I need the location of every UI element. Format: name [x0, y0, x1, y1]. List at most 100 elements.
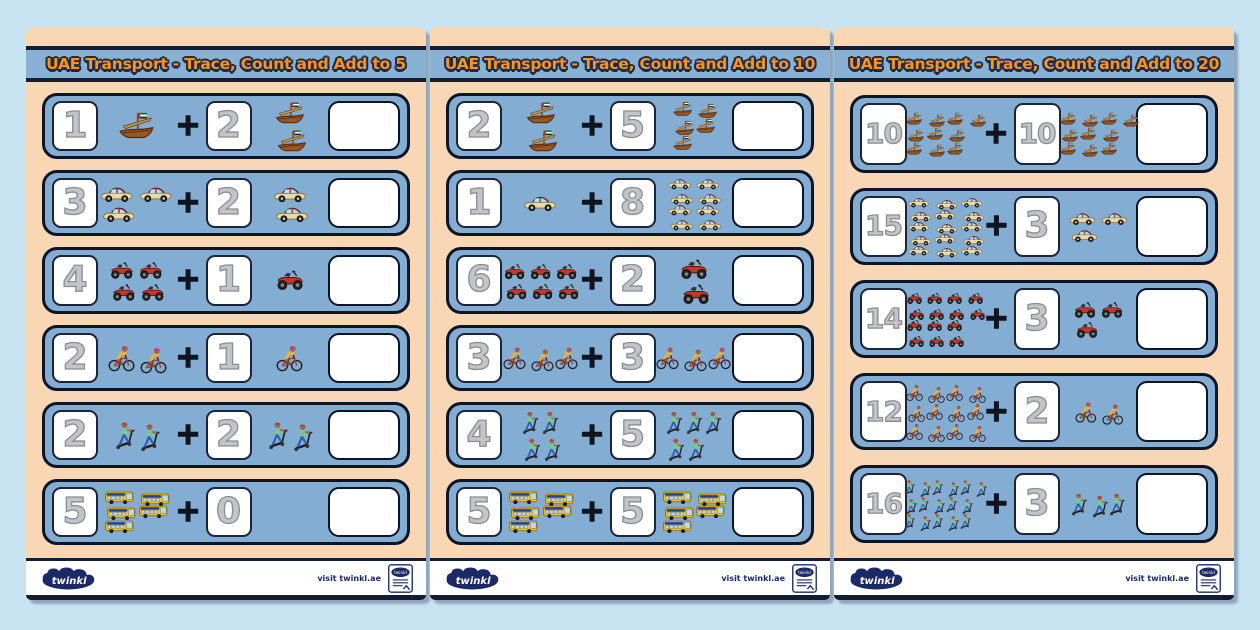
- scooter-icon: [115, 420, 135, 450]
- trace-number-box[interactable]: 5: [52, 486, 98, 538]
- bicycle-icon: [928, 385, 945, 403]
- trace-number-box[interactable]: 10: [860, 103, 907, 165]
- dhow-icon: [525, 101, 556, 126]
- trace-number-box[interactable]: 5: [609, 409, 656, 460]
- answer-box[interactable]: [328, 178, 401, 229]
- trace-number-box[interactable]: 2: [609, 255, 656, 306]
- worksheet-page-add-to-5: UAE Transport - Trace, Count and Add to …: [26, 28, 426, 600]
- answer-box[interactable]: [732, 178, 805, 229]
- car-icon: [960, 245, 983, 256]
- dhow-icon: [674, 120, 695, 136]
- vehicle-icon-grid: [662, 491, 726, 534]
- trace-number-box[interactable]: 2: [205, 409, 252, 460]
- trace-number: 2: [62, 413, 88, 455]
- visit-link[interactable]: visit twinkl.ae: [1125, 573, 1189, 583]
- car-icon: [697, 193, 722, 205]
- bicycle-icon: [906, 383, 923, 401]
- vehicle-icon-grid: [275, 269, 305, 291]
- vehicle-count-group: [102, 111, 170, 141]
- trace-number-box[interactable]: 2: [205, 178, 252, 229]
- trace-number: 0: [215, 490, 242, 532]
- quad-bike-icon: [946, 292, 963, 305]
- trace-number-box[interactable]: 15: [860, 195, 907, 258]
- scooter-icon: [904, 479, 915, 495]
- answer-box[interactable]: [1136, 288, 1209, 350]
- car-icon: [695, 204, 720, 216]
- trace-number-box[interactable]: 12: [860, 380, 907, 443]
- answer-box[interactable]: [732, 101, 805, 152]
- trace-number-box[interactable]: 1: [205, 255, 252, 306]
- bus-icon: [662, 520, 693, 534]
- answer-box[interactable]: [1136, 473, 1209, 535]
- answer-box[interactable]: [328, 101, 401, 152]
- addition-problem-row: 2+1: [42, 324, 410, 391]
- trace-number: 1: [466, 182, 492, 224]
- answer-box[interactable]: [732, 486, 805, 538]
- trace-number-box[interactable]: 3: [1014, 473, 1061, 535]
- trace-number-box[interactable]: 0: [205, 486, 252, 538]
- vehicle-icon-grid: [268, 420, 311, 450]
- scooter-icon: [705, 410, 721, 435]
- page-top-margin: [26, 28, 426, 46]
- trace-number-box[interactable]: 10: [1013, 103, 1061, 165]
- trace-number-box[interactable]: 2: [456, 101, 502, 152]
- trace-number-box[interactable]: 6: [456, 255, 502, 306]
- trace-number-box[interactable]: 3: [1014, 195, 1061, 258]
- trace-number-box[interactable]: 2: [52, 409, 98, 460]
- trace-number-box[interactable]: 2: [205, 101, 252, 152]
- bus-icon: [510, 507, 541, 521]
- visit-link[interactable]: visit twinkl.ae: [721, 573, 785, 583]
- page-title-bar: UAE Transport - Trace, Count and Add to …: [834, 46, 1234, 82]
- trace-number-box[interactable]: 2: [52, 332, 98, 383]
- vehicle-count-group: [911, 292, 979, 345]
- dhow-icon: [969, 114, 987, 128]
- answer-box[interactable]: [732, 409, 805, 460]
- trace-number-box[interactable]: 1: [456, 178, 502, 229]
- answer-box[interactable]: [328, 255, 401, 306]
- bicycle-icon: [708, 345, 731, 370]
- car-icon: [962, 211, 985, 222]
- vehicle-count-group: [256, 343, 324, 372]
- addition-problem-row: 12+2: [850, 372, 1218, 451]
- answer-box[interactable]: [328, 486, 401, 538]
- answer-box[interactable]: [732, 332, 805, 383]
- vehicle-count-group: [660, 410, 728, 460]
- vehicle-icon-grid: [679, 258, 709, 303]
- trace-number-box[interactable]: 3: [456, 332, 502, 383]
- trace-number-box[interactable]: 5: [609, 101, 656, 152]
- dhow-icon: [1102, 129, 1120, 143]
- quad-bike-icon: [926, 319, 943, 332]
- visit-link[interactable]: visit twinkl.ae: [317, 573, 381, 583]
- scooter-icon: [666, 410, 682, 435]
- addition-problem-row: 6+2: [446, 247, 814, 314]
- trace-number-box[interactable]: 1: [205, 332, 252, 383]
- trace-number-box[interactable]: 4: [52, 255, 98, 306]
- trace-number-box[interactable]: 5: [609, 486, 656, 538]
- trace-number: 3: [619, 336, 646, 378]
- answer-box[interactable]: [1136, 380, 1209, 443]
- trace-number-box[interactable]: 8: [609, 178, 656, 229]
- trace-number-box[interactable]: 5: [456, 486, 502, 538]
- trace-number-box[interactable]: 16: [860, 473, 907, 535]
- trace-number-box[interactable]: 1: [52, 101, 98, 152]
- car-icon: [1100, 212, 1129, 226]
- scooter-icon: [960, 479, 971, 495]
- answer-box[interactable]: [1136, 103, 1209, 165]
- footer-visit-area: visit twinkl.ae: [721, 564, 817, 593]
- trace-number: 2: [619, 259, 646, 301]
- answer-box[interactable]: [1136, 195, 1209, 258]
- bus-icon: [664, 507, 695, 521]
- answer-box[interactable]: [732, 255, 805, 306]
- car-icon: [667, 178, 692, 190]
- trace-number: 4: [62, 259, 88, 301]
- trace-number-box[interactable]: 14: [860, 288, 907, 350]
- trace-number-box[interactable]: 4: [456, 409, 502, 460]
- trace-number-box[interactable]: 2: [1014, 380, 1061, 443]
- answer-box[interactable]: [328, 332, 401, 383]
- trace-number-box[interactable]: 3: [609, 332, 656, 383]
- dhow-icon: [1100, 142, 1118, 156]
- bicycle-icon: [1102, 402, 1124, 425]
- trace-number-box[interactable]: 3: [52, 178, 98, 229]
- answer-box[interactable]: [328, 409, 401, 460]
- trace-number-box[interactable]: 3: [1014, 288, 1061, 350]
